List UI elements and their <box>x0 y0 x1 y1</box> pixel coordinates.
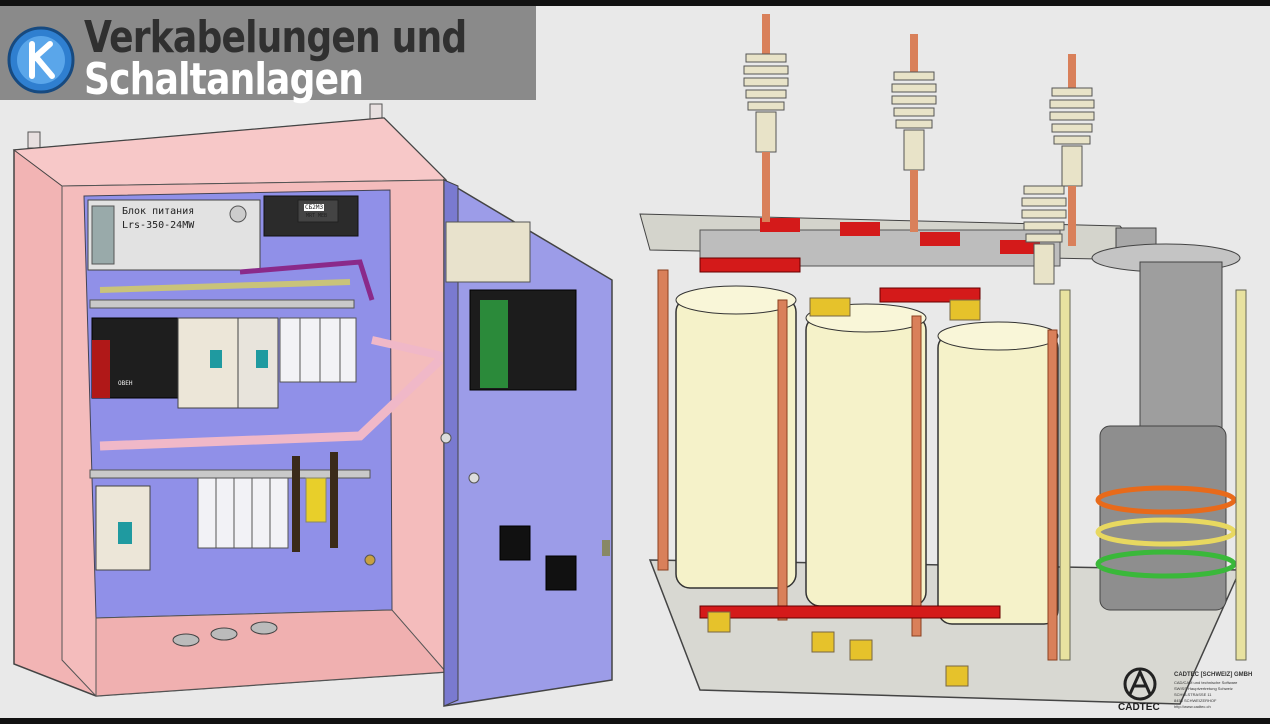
psu-label: Блок питания <box>122 206 195 217</box>
coil-2 <box>805 303 927 607</box>
door-green-terminal <box>480 300 508 388</box>
company-line: CAD/CAM und technische Software <box>1174 680 1238 685</box>
relay-sublabel: MRT MEB <box>306 213 328 219</box>
bushing-3 <box>1049 54 1095 246</box>
cabinet-door <box>440 178 613 707</box>
door-switch <box>499 525 531 561</box>
frame-post <box>1059 289 1071 661</box>
coil-3 <box>937 321 1059 625</box>
terminal-block <box>330 452 338 548</box>
page-title-line2: Schaltanlagen <box>84 54 364 105</box>
clamps <box>699 218 1040 687</box>
power-transformer <box>639 14 1247 705</box>
door-switch <box>545 555 577 591</box>
electrical-cabinet <box>12 103 578 697</box>
door-latch <box>602 540 610 556</box>
psu-fan-icon <box>229 205 247 223</box>
company-name: CADTEC [SCHWEIZ] GMBH <box>1174 672 1253 678</box>
bushing-2 <box>891 34 937 232</box>
bottom-border <box>0 718 1270 724</box>
terminal-block-yellow <box>305 477 327 523</box>
title-banner: Verkabelungen und Schaltanlagen <box>0 6 536 105</box>
page-title-line1: Verkabelungen und <box>84 12 467 63</box>
company-mark: CADTEC <box>1118 702 1160 713</box>
module-indicator <box>256 350 268 368</box>
company-url: http://www.cadtec.ch <box>1174 704 1211 709</box>
bushing-4 <box>1021 185 1067 285</box>
cable-bundle-pink <box>99 356 444 451</box>
cable-gland <box>250 621 278 635</box>
door-edge <box>443 179 459 707</box>
circuit-breakers-bottom <box>197 477 289 549</box>
mount-ear-left <box>27 131 41 149</box>
relay-label: CБ2МЗ <box>304 204 325 211</box>
psu-terminals <box>91 205 115 265</box>
module-indicator <box>210 350 222 368</box>
tap-changer <box>1091 227 1241 611</box>
cable-purple <box>239 259 375 301</box>
plc-red-panel <box>92 340 110 398</box>
top-border <box>0 0 1270 6</box>
psu-model-label: Lrs-350-24MW <box>122 220 195 231</box>
cable-gland <box>172 633 200 647</box>
cadtec-logo-icon <box>1123 667 1157 701</box>
copper-busbar <box>911 315 922 637</box>
cable-gland <box>210 627 238 641</box>
io-module <box>177 317 239 409</box>
din-rail <box>89 299 355 309</box>
bushing-1 <box>743 14 789 222</box>
coil-1 <box>675 285 797 589</box>
frame-post <box>1235 289 1247 661</box>
ground-bolt <box>364 554 376 566</box>
company-info: CADTEC CADTEC [SCHWEIZ] GMBH CAD/CAM und… <box>1118 666 1268 718</box>
copper-busbar <box>1047 329 1058 661</box>
din-rail <box>89 469 371 479</box>
cabinet-top <box>12 117 448 187</box>
company-line: 8455 SCHWEIZERHOF <box>1174 698 1217 703</box>
door-hole <box>440 432 452 444</box>
module-indicator <box>118 522 132 544</box>
cable-bundle <box>99 279 351 293</box>
k-circle-logo-icon <box>7 26 75 94</box>
plc-brand-label: OВЕН <box>118 380 133 387</box>
company-line: SWISS Hauptvertretung Schweiz <box>1174 686 1233 691</box>
terminal-block <box>292 456 300 552</box>
company-line: SCHULSTRASSE 11 <box>1174 692 1212 697</box>
copper-busbar <box>777 299 788 621</box>
door-meter <box>445 221 531 283</box>
copper-busbar <box>657 269 669 571</box>
circuit-breakers-top <box>279 317 357 383</box>
door-hole <box>468 472 480 484</box>
